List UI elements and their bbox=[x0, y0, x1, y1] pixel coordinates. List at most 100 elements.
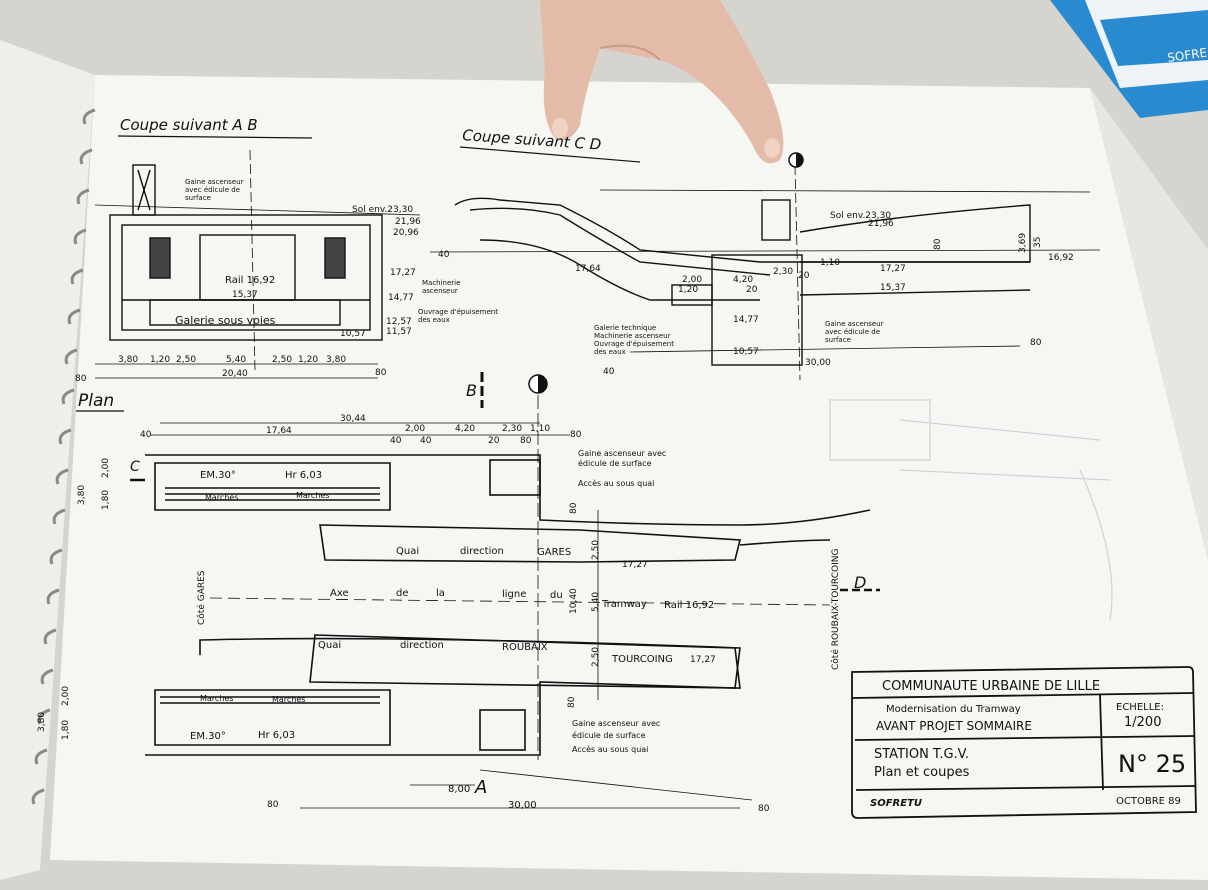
svg-text:16,92: 16,92 bbox=[1048, 253, 1074, 263]
svg-text:17,27: 17,27 bbox=[880, 264, 906, 274]
side-gares-label: Côté GARES bbox=[196, 570, 207, 625]
svg-text:Ouvrage d'épuisement: Ouvrage d'épuisement bbox=[418, 308, 498, 316]
svg-text:2,00: 2,00 bbox=[61, 686, 71, 706]
coupe-cd-drawing bbox=[429, 164, 1101, 381]
axe-label: Axe bbox=[330, 588, 349, 599]
svg-text:80: 80 bbox=[758, 804, 770, 814]
svg-text:5,40: 5,40 bbox=[591, 592, 601, 612]
spiral-binding bbox=[31, 108, 96, 805]
svg-text:14,77: 14,77 bbox=[733, 315, 759, 325]
svg-text:5,40: 5,40 bbox=[226, 355, 246, 365]
svg-text:Machinerie: Machinerie bbox=[422, 279, 460, 287]
svg-text:2,50: 2,50 bbox=[272, 355, 292, 365]
svg-text:Marches: Marches bbox=[296, 491, 329, 500]
svg-text:17,27: 17,27 bbox=[390, 268, 416, 278]
svg-text:80: 80 bbox=[569, 502, 579, 514]
tb-project: Modernisation du Tramway bbox=[886, 704, 1021, 715]
svg-text:ligne: ligne bbox=[502, 589, 526, 600]
svg-text:80: 80 bbox=[75, 374, 87, 384]
svg-text:la: la bbox=[436, 588, 445, 599]
svg-text:80: 80 bbox=[567, 696, 577, 708]
svg-text:20: 20 bbox=[798, 271, 810, 281]
svg-text:3,80: 3,80 bbox=[326, 355, 346, 365]
svg-text:15,37: 15,37 bbox=[232, 290, 258, 300]
left-page bbox=[0, 40, 95, 880]
title-block bbox=[851, 666, 1197, 819]
svg-text:21,96: 21,96 bbox=[395, 217, 421, 227]
svg-text:35: 35 bbox=[1033, 237, 1043, 248]
ab-rail-label: Rail 16,92 bbox=[225, 275, 275, 286]
svg-text:17,27: 17,27 bbox=[622, 560, 648, 570]
svg-text:du: du bbox=[550, 590, 563, 601]
ab-gallery-label: Galerie sous voies bbox=[175, 314, 276, 327]
svg-text:17,64: 17,64 bbox=[575, 264, 601, 274]
svg-text:1,10: 1,10 bbox=[820, 258, 840, 268]
svg-text:80: 80 bbox=[375, 368, 387, 378]
svg-text:40: 40 bbox=[438, 250, 450, 260]
svg-text:Tramway: Tramway bbox=[601, 599, 647, 610]
svg-text:Hr 6,03: Hr 6,03 bbox=[258, 730, 295, 741]
svg-text:2,00: 2,00 bbox=[101, 458, 111, 478]
tb-date: OCTOBRE 89 bbox=[1116, 796, 1181, 807]
svg-text:3,69: 3,69 bbox=[1018, 233, 1028, 253]
tb-station: STATION T.G.V. bbox=[874, 747, 969, 762]
plan-dim-total: 30,44 bbox=[340, 414, 366, 424]
ab-level-sol: Sol env.23,30 bbox=[352, 205, 413, 215]
marker-a: A bbox=[474, 777, 487, 798]
svg-text:80: 80 bbox=[570, 430, 582, 440]
tb-org: COMMUNAUTE URBAINE DE LILLE bbox=[882, 679, 1100, 694]
svg-text:Accès au sous quai: Accès au sous quai bbox=[578, 478, 654, 488]
svg-text:10,57: 10,57 bbox=[733, 347, 759, 357]
tb-number: N° 25 bbox=[1118, 750, 1186, 778]
svg-text:40: 40 bbox=[140, 430, 152, 440]
svg-text:8,00: 8,00 bbox=[448, 784, 470, 795]
blue-binder: SOFRE bbox=[1050, 0, 1208, 118]
svg-text:Marches: Marches bbox=[205, 493, 238, 502]
svg-text:direction: direction bbox=[460, 546, 504, 557]
marker-d: D bbox=[854, 573, 866, 592]
svg-text:de: de bbox=[396, 588, 409, 599]
svg-text:surface: surface bbox=[185, 194, 211, 202]
ab-gaine-label: Gaine ascenseur bbox=[185, 178, 244, 186]
svg-text:édicule de surface: édicule de surface bbox=[578, 458, 652, 468]
svg-text:80: 80 bbox=[1030, 338, 1042, 348]
coupe-ab-title: Coupe suivant A B bbox=[120, 116, 258, 134]
svg-text:édicule de surface: édicule de surface bbox=[572, 730, 646, 740]
svg-text:Gaine ascenseur avec: Gaine ascenseur avec bbox=[578, 449, 666, 458]
svg-text:Marches: Marches bbox=[272, 695, 305, 704]
svg-text:1,20: 1,20 bbox=[678, 285, 698, 295]
svg-text:Machinerie ascenseur: Machinerie ascenseur bbox=[594, 332, 671, 340]
svg-text:Ouvrage d'épuisement: Ouvrage d'épuisement bbox=[594, 340, 674, 348]
svg-text:Galerie technique: Galerie technique bbox=[594, 324, 656, 332]
svg-text:TOURCOING: TOURCOING bbox=[611, 654, 673, 665]
svg-text:40: 40 bbox=[390, 436, 402, 446]
binder-label: SOFRE bbox=[1166, 46, 1207, 65]
svg-text:des eaux: des eaux bbox=[418, 316, 450, 324]
svg-text:20: 20 bbox=[488, 436, 500, 446]
svg-text:80: 80 bbox=[933, 238, 943, 250]
svg-text:2,00: 2,00 bbox=[682, 275, 702, 285]
svg-text:4,20: 4,20 bbox=[455, 424, 475, 434]
cd-level-sol: Sol env.23,30 bbox=[830, 211, 891, 221]
svg-text:Hr 6,03: Hr 6,03 bbox=[285, 470, 322, 481]
svg-text:10,40: 10,40 bbox=[569, 588, 579, 614]
svg-text:10,57: 10,57 bbox=[340, 329, 366, 339]
plan-title: Plan bbox=[78, 391, 114, 411]
svg-text:40: 40 bbox=[420, 436, 432, 446]
svg-text:surface: surface bbox=[825, 336, 851, 344]
svg-text:20: 20 bbox=[746, 285, 758, 295]
svg-text:Rail 16,92: Rail 16,92 bbox=[664, 600, 714, 611]
svg-text:15,37: 15,37 bbox=[880, 283, 906, 293]
svg-text:Marches: Marches bbox=[200, 694, 233, 703]
svg-text:2,50: 2,50 bbox=[176, 355, 196, 365]
svg-text:2,30: 2,30 bbox=[773, 267, 793, 277]
svg-text:ascenseur: ascenseur bbox=[422, 287, 458, 295]
side-roubaix-label: Côté ROUBAIX-TOURCOING bbox=[830, 549, 841, 670]
svg-text:3,80: 3,80 bbox=[118, 355, 138, 365]
svg-text:Gaine ascenseur avec: Gaine ascenseur avec bbox=[572, 719, 660, 728]
tb-scale-label: ECHELLE: bbox=[1116, 702, 1164, 713]
coupe-ab-drawing bbox=[94, 149, 421, 371]
quai-roubaix-label: Quai bbox=[318, 640, 341, 651]
